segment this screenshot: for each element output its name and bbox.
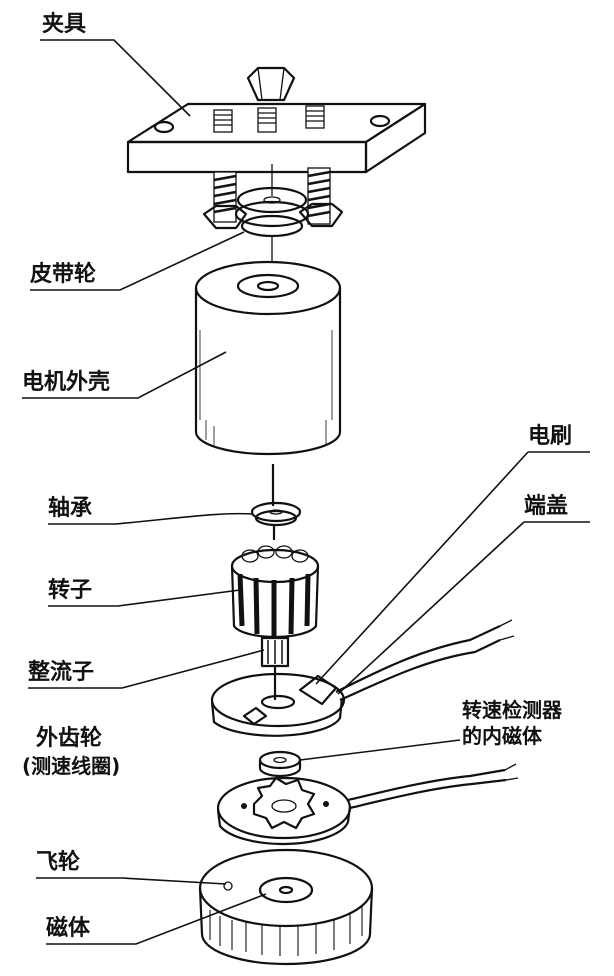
clamp-part — [126, 66, 427, 230]
label-flywheel: 飞轮 — [36, 850, 81, 875]
label-clamp: 夹具 — [42, 12, 87, 37]
label-motor-housing: 电机外壳 — [22, 370, 111, 395]
label-commutator: 整流子 — [28, 660, 95, 685]
bearing-part — [250, 464, 302, 540]
label-inner-magnet: 转速检测器 — [462, 698, 562, 722]
label-brush: 电刷 — [528, 424, 573, 449]
outer-gear-part — [216, 763, 519, 846]
commutator-part — [260, 636, 290, 700]
leader-lines — [22, 39, 590, 945]
inner-magnet-part — [258, 750, 302, 778]
pulley-part — [234, 164, 310, 262]
label-bearing: 轴承 — [48, 496, 93, 521]
rotor-part — [230, 545, 320, 639]
label-rotor: 转子 — [48, 578, 93, 603]
label-pulley: 皮带轮 — [30, 262, 97, 287]
flywheel-part — [198, 848, 374, 966]
label-end-cap: 端盖 — [524, 494, 569, 519]
label-magnet: 磁体 — [46, 916, 91, 941]
label-inner-magnet-sub: 的内磁体 — [462, 724, 542, 748]
end-cap-part — [210, 619, 515, 737]
label-outer-gear-sub: (测速线圈) — [22, 754, 121, 778]
motor-housing-part — [194, 260, 342, 456]
label-outer-gear: 外齿轮 — [36, 726, 103, 751]
